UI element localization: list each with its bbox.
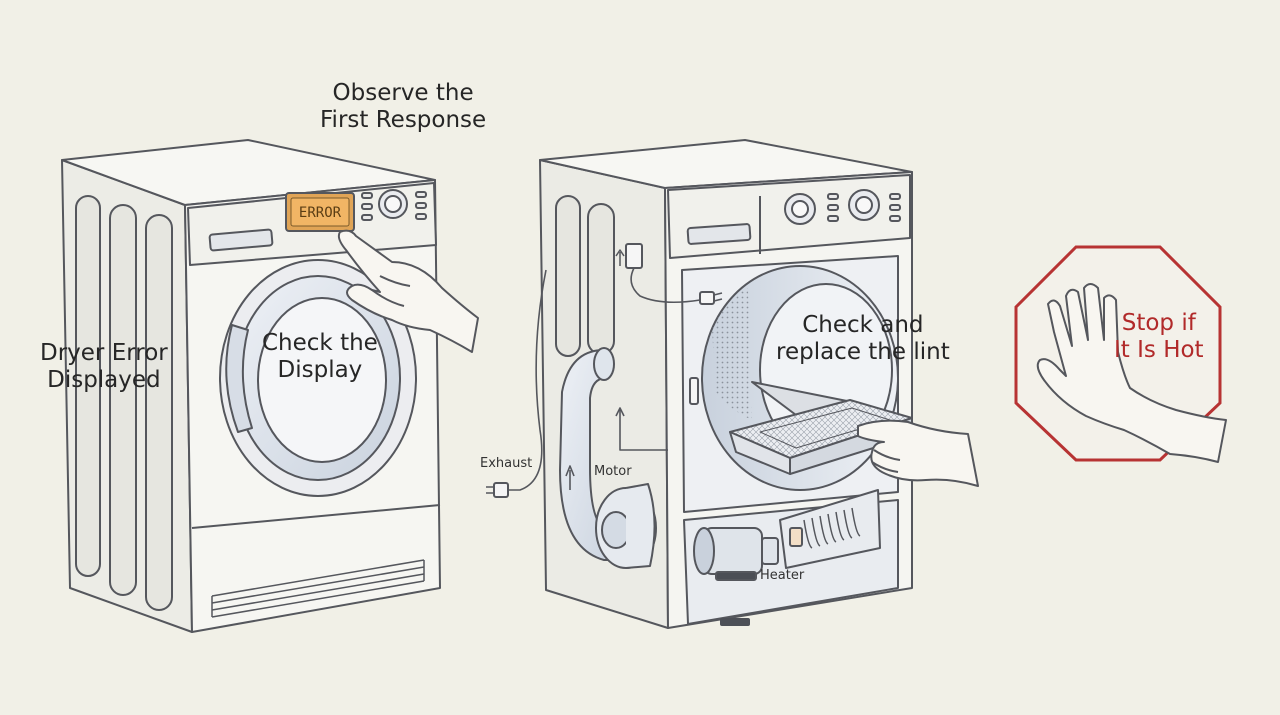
error-screen-text: ERROR xyxy=(299,205,342,221)
observe-first-response-label: Observe the First Response xyxy=(320,80,486,134)
heater-label: Heater xyxy=(760,568,805,583)
dryer-error-line-1: Dryer Error xyxy=(40,340,168,366)
check-lint-line-1: Check and xyxy=(802,312,924,338)
check-display-label: Check the Display xyxy=(262,330,378,384)
door-latch xyxy=(689,377,699,405)
drawer-slot xyxy=(686,223,752,245)
lint-filter xyxy=(729,399,913,475)
stop-hot-line-2: It Is Hot xyxy=(1114,336,1204,363)
drawer-slot xyxy=(208,228,274,252)
side-rib xyxy=(555,195,581,357)
motor-unit xyxy=(693,527,779,581)
power-cord xyxy=(630,267,701,304)
motor-label: Motor xyxy=(594,464,632,479)
panel-button xyxy=(889,204,901,211)
observe-line-1: Observe the xyxy=(332,80,474,106)
heater-unit xyxy=(779,489,881,569)
direction-arrow xyxy=(619,410,668,451)
power-plug-icon xyxy=(699,291,723,305)
right-dryer xyxy=(486,139,913,629)
left-dryer xyxy=(61,139,441,633)
dryer-error-line-2: Displayed xyxy=(47,366,161,393)
panel-button xyxy=(415,191,427,198)
door-glass xyxy=(257,297,387,463)
observe-line-2: First Response xyxy=(320,106,487,133)
side-rib xyxy=(109,204,137,596)
panel-button xyxy=(361,203,373,210)
panel-button xyxy=(827,215,839,222)
dryer-foot xyxy=(720,618,750,626)
raised-hand-stop-icon xyxy=(1036,283,1227,463)
drum-perforation xyxy=(712,288,752,420)
blower-fan xyxy=(595,483,657,569)
exhaust-cord xyxy=(508,269,547,491)
panel-button xyxy=(889,193,901,200)
panel-button xyxy=(361,214,373,221)
hand-pointing-icon xyxy=(337,229,479,353)
panel-button xyxy=(361,192,373,199)
side-rib xyxy=(587,203,615,355)
check-display-line-1: Check the xyxy=(262,330,378,356)
vent-grille xyxy=(211,559,425,618)
outlet-arrow xyxy=(615,249,625,266)
panel-button xyxy=(889,215,901,222)
wall-outlet xyxy=(625,243,643,269)
hand-holding-filter-icon xyxy=(857,419,979,487)
power-plug-icon xyxy=(486,482,509,498)
door-handle xyxy=(225,324,253,433)
lower-panel-line xyxy=(191,504,441,529)
side-rib xyxy=(75,195,101,577)
panel-button xyxy=(827,193,839,200)
exhaust-label: Exhaust xyxy=(480,456,533,471)
side-rib xyxy=(145,214,173,611)
check-display-line-2: Display xyxy=(277,356,363,383)
dryer-error-label: Dryer Error Displayed xyxy=(40,340,168,394)
stop-hot-line-1: Stop if xyxy=(1121,310,1196,336)
panel-button xyxy=(827,204,839,211)
check-lint-line-2: replace the lint xyxy=(776,338,950,365)
exhaust-duct-opening xyxy=(593,347,615,381)
check-lint-label: Check and replace the lint xyxy=(776,312,950,366)
panel-button xyxy=(415,213,427,220)
stop-if-hot-label: Stop if It Is Hot xyxy=(1114,310,1204,364)
error-display-screen xyxy=(290,197,350,227)
panel-button xyxy=(415,202,427,209)
